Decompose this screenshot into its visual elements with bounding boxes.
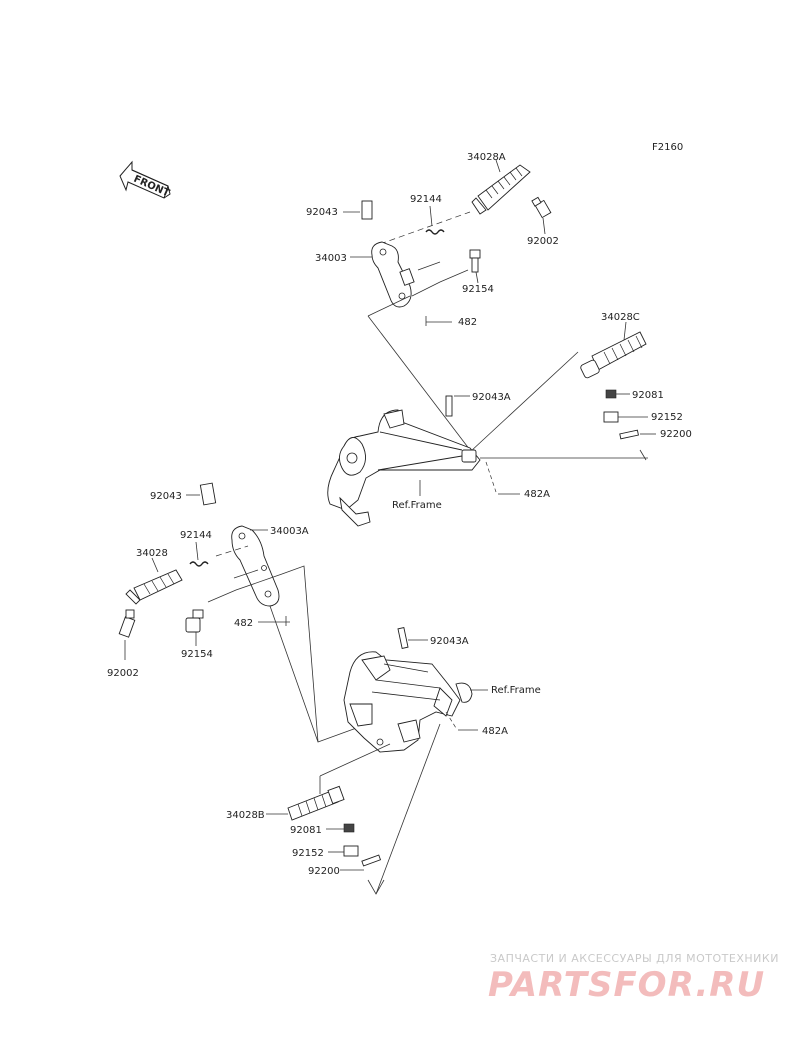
pin-92043-top	[361, 200, 373, 220]
callout-482A-top: 482A	[524, 489, 550, 500]
pin-92043-left	[199, 482, 217, 506]
callout-92154-left: 92154	[181, 649, 213, 660]
callout-34028B: 34028B	[226, 810, 265, 821]
ref-frame-top: Ref.Frame	[392, 500, 442, 511]
spring-92081-top	[605, 389, 617, 399]
callout-92152-bottom: 92152	[292, 848, 324, 859]
part-92152-top	[603, 411, 619, 423]
spring-92144-left	[189, 561, 209, 567]
callout-34028: 34028	[136, 548, 168, 559]
bolt-92002-left	[118, 609, 136, 638]
callout-92081-bottom: 92081	[290, 825, 322, 836]
callout-92043-left: 92043	[150, 491, 182, 502]
callout-92144-left: 92144	[180, 530, 212, 541]
callout-92002-left: 92002	[107, 668, 139, 679]
callout-92144-top: 92144	[410, 194, 442, 205]
bolt-92002-top	[531, 196, 552, 219]
watermark-tagline: ЗАПЧАСТИ И АКСЕССУАРЫ ДЛЯ МОТОТЕХНИКИ	[490, 952, 779, 965]
callout-34003A: 34003A	[270, 526, 309, 537]
front-arrow-icon: FRONT	[119, 160, 171, 199]
ref-frame-bottom: Ref.Frame	[491, 685, 541, 696]
watermark-brand: PARTSFOR.RU	[488, 965, 765, 1005]
pin-92043A-bottom	[397, 627, 409, 649]
callout-482-left: 482	[234, 618, 253, 629]
callout-92152-top: 92152	[651, 412, 683, 423]
bolt-92154-left	[185, 609, 204, 633]
pin-92200-bottom	[361, 854, 382, 867]
callout-92043-top: 92043	[306, 207, 338, 218]
footpeg-34028A	[471, 164, 531, 215]
footpeg-34028B	[287, 785, 345, 821]
pin-92043A-top	[445, 395, 453, 417]
callout-92154-top: 92154	[462, 284, 494, 295]
diagram-code: F2160	[652, 142, 683, 153]
footpeg-34028C	[580, 331, 647, 379]
callout-92200-top: 92200	[660, 429, 692, 440]
pin-92200-top	[619, 429, 639, 440]
callout-34028A: 34028A	[467, 152, 506, 163]
callout-482A-bottom: 482A	[482, 726, 508, 737]
callout-92081-top: 92081	[632, 390, 664, 401]
callout-92200-bottom: 92200	[308, 866, 340, 877]
part-92152-bottom	[343, 845, 359, 857]
callout-482-top: 482	[458, 317, 477, 328]
bracket-34003A	[231, 525, 280, 607]
frame-left	[343, 651, 473, 753]
spring-92081-bottom	[343, 823, 355, 833]
bolt-92154-top	[469, 249, 481, 273]
spring-92144-top	[425, 229, 445, 235]
callout-92043A-top: 92043A	[472, 392, 511, 403]
footpeg-34028	[125, 569, 183, 605]
callout-92043A-bottom: 92043A	[430, 636, 469, 647]
frame-right	[327, 409, 481, 527]
bracket-34003	[371, 241, 415, 308]
callout-34003: 34003	[315, 253, 347, 264]
callout-34028C: 34028C	[601, 312, 640, 323]
callout-92002-top: 92002	[527, 236, 559, 247]
